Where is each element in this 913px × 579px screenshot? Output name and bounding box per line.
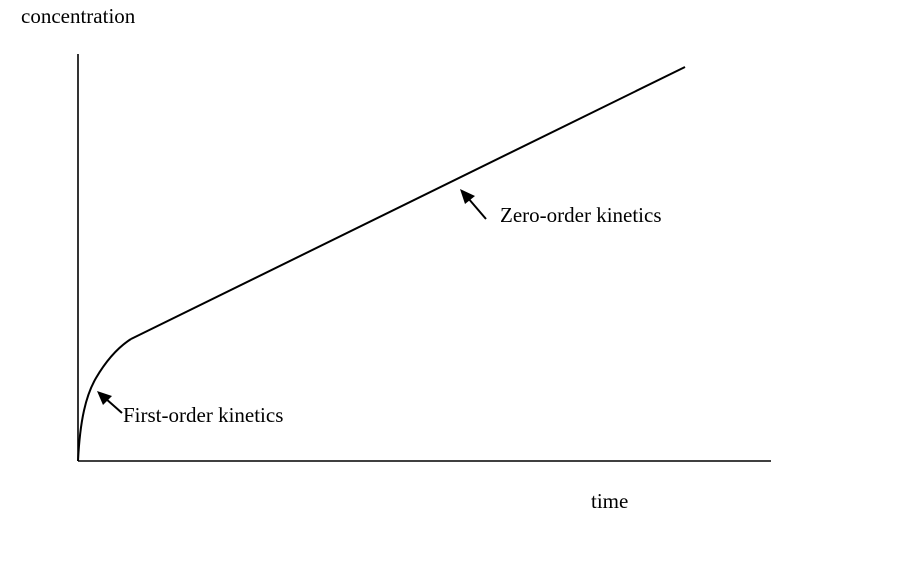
x-axis-label: time xyxy=(591,489,629,513)
first-order-arrow-icon xyxy=(97,391,123,414)
zero-order-arrow-icon xyxy=(460,189,487,220)
first-order-annotation: First-order kinetics xyxy=(123,403,284,427)
first-order-curve xyxy=(77,338,132,462)
y-axis-label: concentration xyxy=(21,4,136,28)
zero-order-annotation: Zero-order kinetics xyxy=(500,203,662,227)
zero-order-line xyxy=(130,66,686,340)
